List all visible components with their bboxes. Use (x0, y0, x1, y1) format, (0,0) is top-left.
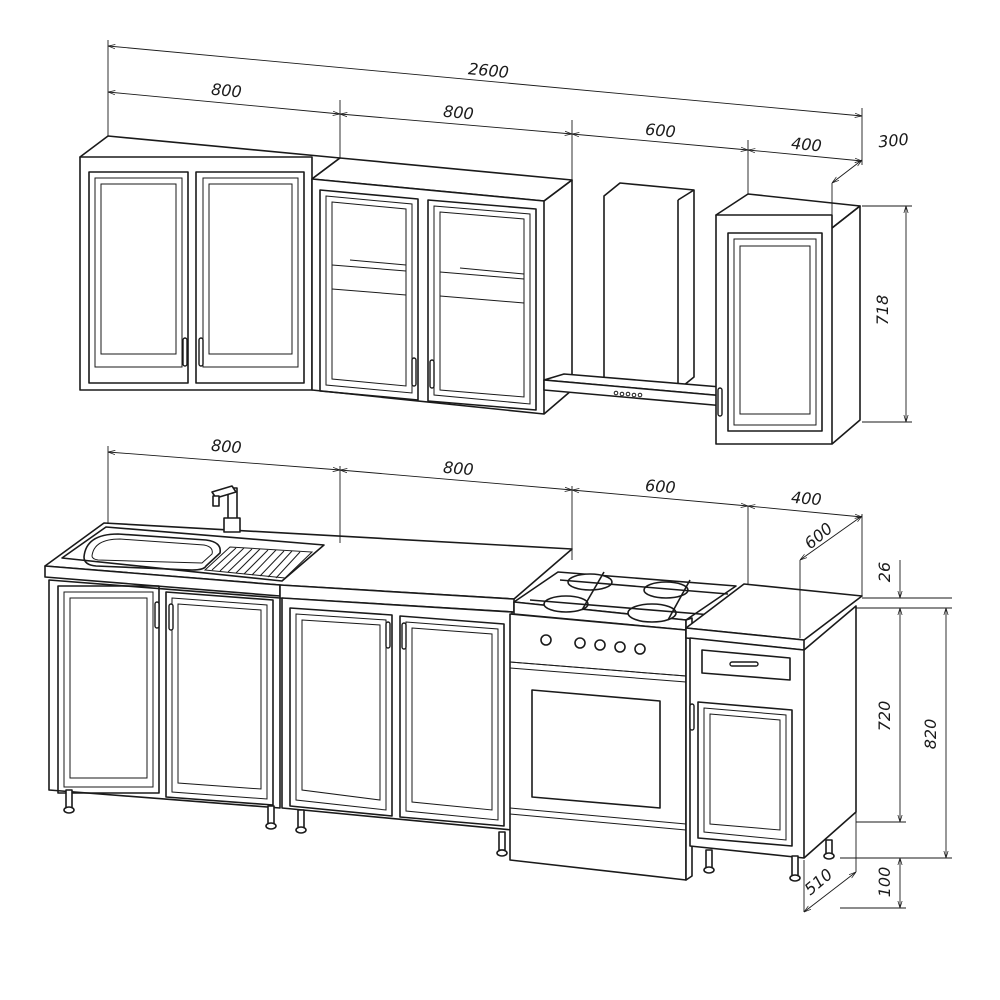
dim-upper-seg1: 800 (210, 80, 242, 102)
stove-knob-icon (540, 634, 646, 655)
lower-cabinets (44, 485, 863, 882)
handle-icon (689, 703, 695, 731)
leg-icon (295, 809, 508, 857)
lower-cabinet-2 (281, 597, 513, 857)
dimension-lines (107, 40, 952, 912)
upper-cabinets (79, 135, 861, 445)
handle-icon (429, 359, 435, 389)
dim-lower-seg2: 800 (442, 458, 474, 479)
handle-icon (385, 621, 391, 649)
handle-icon (729, 661, 759, 667)
leg-icon (703, 849, 715, 874)
burner-icon (529, 571, 729, 623)
dim-upper-height: 718 (873, 295, 892, 326)
sink (61, 485, 325, 582)
handle-icon (401, 622, 407, 650)
lower-cabinet-1 (48, 579, 281, 830)
upper-cabinet-1 (79, 135, 341, 391)
dim-worktop: 26 (875, 562, 894, 582)
dim-lower-seg3: 600 (644, 476, 676, 497)
range-hood (543, 182, 746, 407)
dim-upper-seg4: 400 (790, 134, 822, 156)
dimension-labels: 2600 800 800 600 400 300 718 800 800 600… (210, 59, 940, 899)
dim-stove-depth: 510 (801, 865, 837, 899)
dim-upper-total: 2600 (467, 59, 509, 82)
dim-lower-depth: 600 (801, 519, 837, 553)
faucet-icon (211, 485, 241, 533)
leg-icon (789, 839, 835, 882)
dim-upper-depth: 300 (877, 130, 909, 152)
sink-drain-grid (203, 546, 314, 579)
dim-upper-seg2: 800 (442, 102, 474, 124)
upper-cabinet-2-glass (311, 157, 573, 415)
gas-stove (509, 571, 737, 881)
dim-leg-height: 100 (875, 867, 894, 898)
handle-icon (182, 337, 188, 367)
handle-icon (717, 387, 723, 417)
handle-icon (168, 603, 174, 631)
lower-cabinet-4 (685, 583, 863, 882)
dim-total-height: 820 (921, 719, 940, 750)
handle-icon (411, 357, 417, 387)
dim-lower-seg4: 400 (790, 488, 822, 509)
dim-lower-seg1: 800 (210, 436, 242, 457)
upper-cabinet-4 (715, 193, 861, 445)
handle-icon (154, 601, 160, 629)
dim-cabinet-height: 720 (875, 701, 894, 732)
leg-icon (63, 789, 277, 830)
handle-icon (198, 337, 204, 367)
dim-upper-seg3: 600 (644, 120, 676, 142)
